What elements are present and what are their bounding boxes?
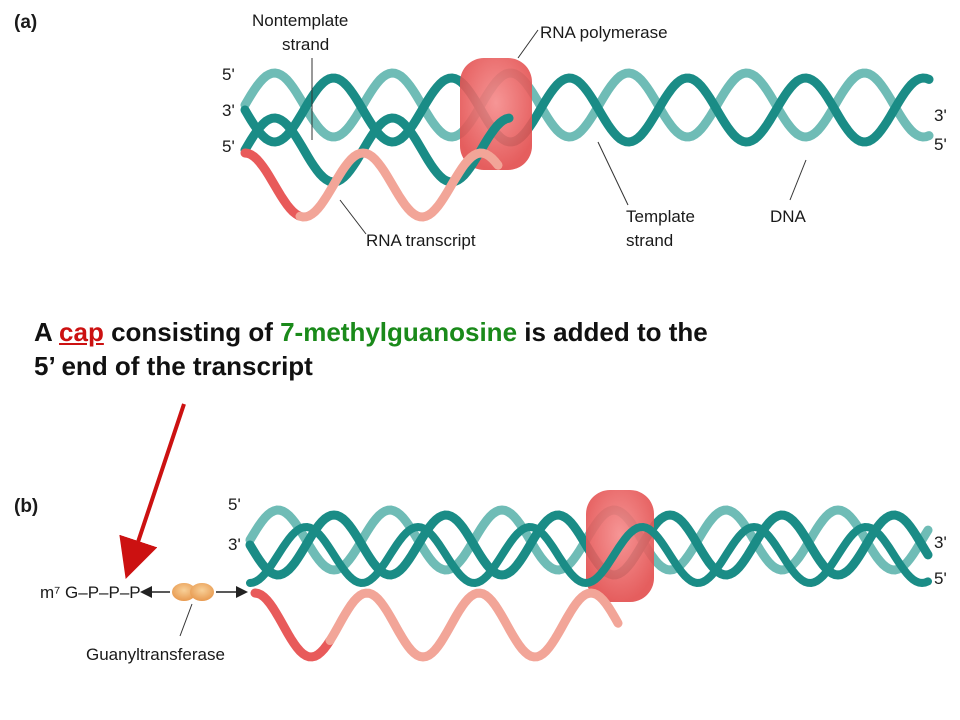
a-left-end-2: 3' <box>222 101 235 120</box>
b-right-end-2: 5' <box>934 569 947 588</box>
a-right-end-1: 3' <box>934 106 947 125</box>
template-strand-label-line2: strand <box>626 231 673 250</box>
enzyme-leader <box>179 603 193 637</box>
caption-cap-word: cap <box>59 317 104 347</box>
cap-pointer-arrow <box>119 403 186 579</box>
a-left-end-3: 5' <box>222 137 235 156</box>
a-nontemplate-strand <box>240 73 934 147</box>
b-left-end-1: 5' <box>228 495 241 514</box>
caption-part3: is added to the 5’ end of the transcript <box>34 317 708 381</box>
guanyltransferase-label: Guanyltransferase <box>86 645 225 664</box>
polymerase-leader <box>517 29 539 59</box>
panel-a-dna-helix <box>240 68 934 147</box>
panel-b-front-strands <box>246 522 932 662</box>
caption-methylguanosine: 7-methylguanosine <box>280 317 518 347</box>
b-rna-transcript <box>325 588 623 662</box>
caption-part2: consisting of <box>103 317 281 347</box>
b-right-end-1: 3' <box>934 533 947 552</box>
guanyltransferase-icon <box>172 583 214 601</box>
template-leader <box>597 141 629 206</box>
template-strand-label-line1: Template <box>626 207 695 226</box>
rna-polymerase-label: RNA polymerase <box>540 23 668 42</box>
rna-transcript-leader <box>339 199 367 235</box>
cap-formula: m⁷ G–P–P–P <box>40 583 141 602</box>
rna-polymerase-shape <box>460 58 532 170</box>
a-rna-transcript <box>295 148 503 222</box>
a-right-end-2: 5' <box>934 135 947 154</box>
b-rna-transcript-start <box>250 588 335 662</box>
b-template-strand-front <box>246 522 932 588</box>
a-left-end-1: 5' <box>222 65 235 84</box>
dna-leader <box>789 159 807 201</box>
panel-a: (a) Nontemplate strand RNA polymerase Te… <box>14 11 947 250</box>
nontemplate-strand-label-line2: strand <box>282 35 329 54</box>
nontemplate-strand-label-line1: Nontemplate <box>252 11 348 30</box>
caption-part1: A <box>34 317 60 347</box>
a-template-strand-front <box>240 113 514 187</box>
dna-label: DNA <box>770 207 807 226</box>
panel-a-tag: (a) <box>14 12 37 33</box>
rna-transcript-label: RNA transcript <box>366 231 476 250</box>
caption: A cap consisting of 7-methylguanosine is… <box>34 316 734 384</box>
b-left-end-2: 3' <box>228 535 241 554</box>
panel-b-tag: (b) <box>14 496 38 517</box>
panel-a-front-strands <box>240 113 514 222</box>
a-rna-transcript-start <box>240 148 304 221</box>
panel-b: (b) 5' 3' 3' 5' m⁷ G–P–P–P Guanyltransfe… <box>14 490 947 664</box>
